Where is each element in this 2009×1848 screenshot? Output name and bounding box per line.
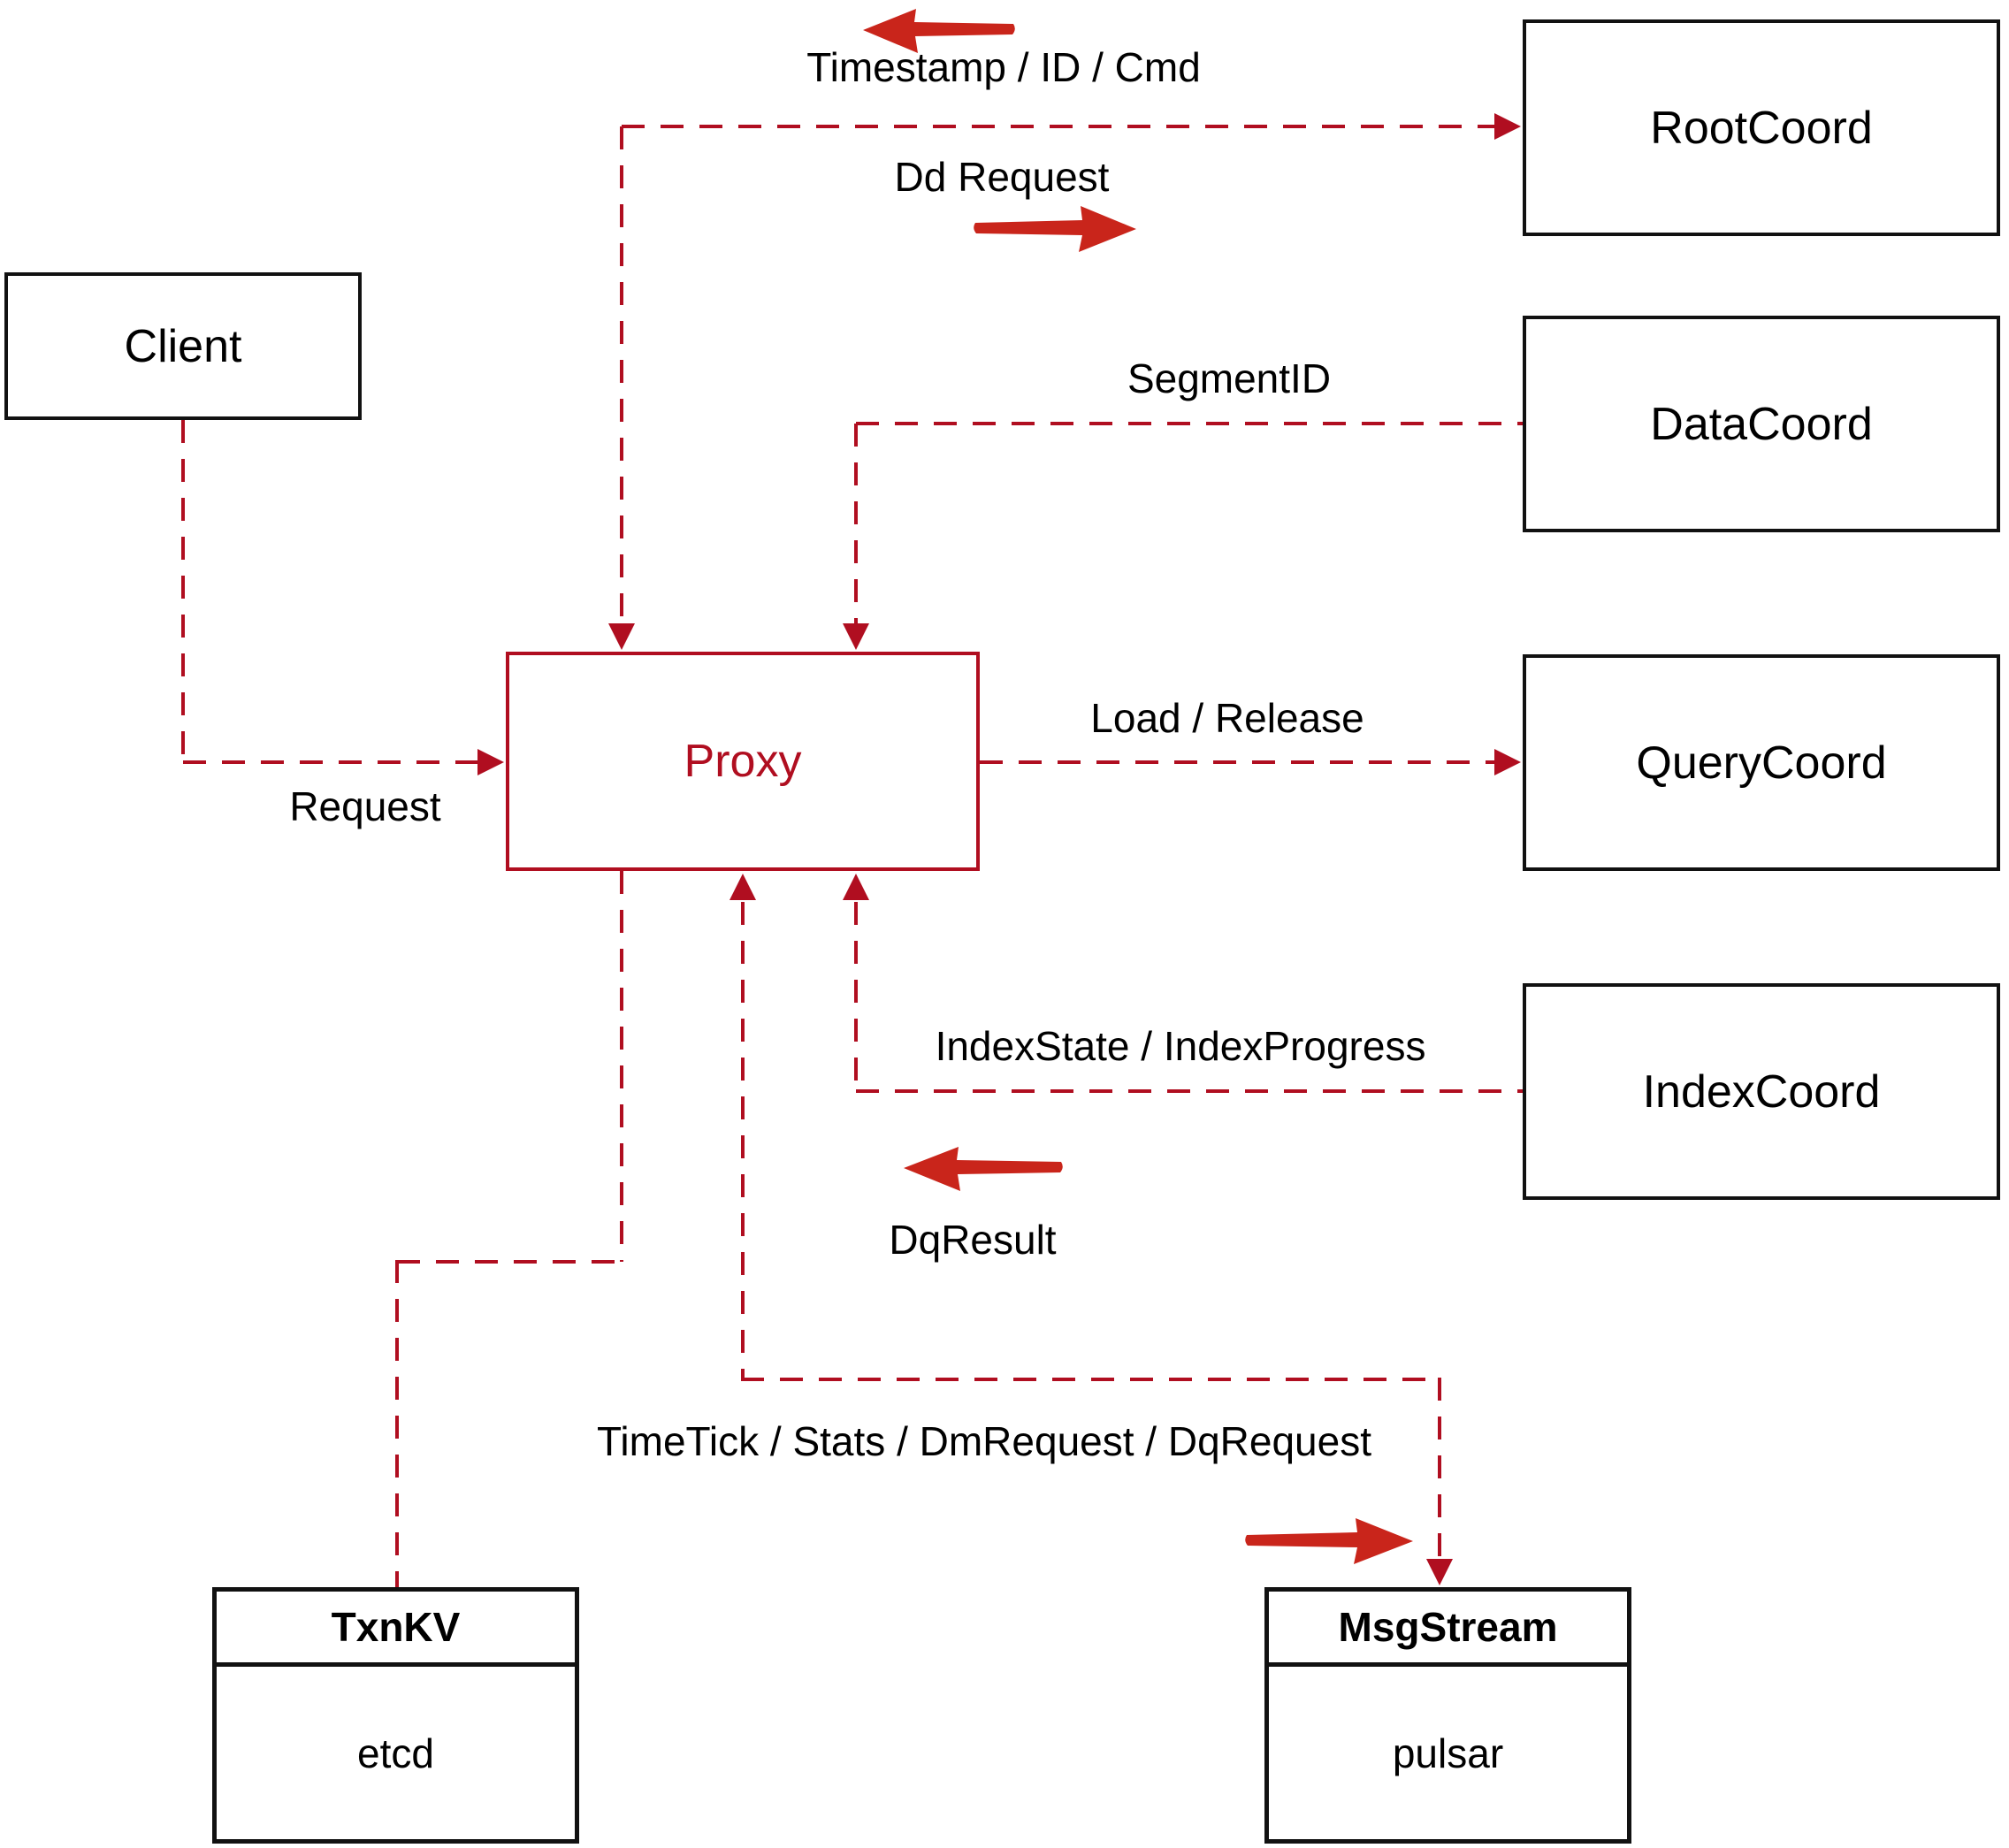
node-datacoord: DataCoord — [1523, 316, 2000, 532]
edge-label-time-tick: TimeTick / Stats / DmRequest / DqRequest — [597, 1418, 1371, 1464]
node-proxy: Proxy — [506, 652, 980, 871]
node-indexcoord: IndexCoord — [1523, 983, 2000, 1200]
edge-label-index-state: IndexState / IndexProgress — [935, 1023, 1426, 1069]
edge-datacoord-proxy-vertical — [854, 424, 858, 623]
edge-datacoord-proxy-horizontal — [856, 422, 1523, 425]
edge-proxy-querycoord-horizontal — [980, 760, 1494, 764]
edge-label-timestamp-id-cmd: Timestamp / ID / Cmd — [806, 44, 1201, 90]
node-txnkv-impl: etcd — [357, 1730, 434, 1776]
node-txnkv: TxnKV etcd — [212, 1587, 579, 1844]
edge-msgstream-proxy-vertical — [741, 902, 745, 1381]
node-msgstream-impl: pulsar — [1392, 1730, 1504, 1776]
edge-proxy-msgstream-horizontal — [741, 1378, 1441, 1381]
edge-proxy-rootcoord-arrowhead-down-icon — [608, 623, 635, 650]
edge-label-request: Request — [289, 783, 441, 829]
edge-client-proxy-vertical — [181, 420, 185, 764]
solid-arrow-left-icon — [863, 9, 1015, 53]
edge-datacoord-proxy-arrowhead-down-icon — [843, 623, 869, 650]
edge-proxy-txnkv-vertical-upper — [620, 871, 623, 1262]
solid-arrow-right-timetick-icon — [1245, 1518, 1413, 1564]
node-rootcoord: RootCoord — [1523, 19, 2000, 236]
node-querycoord-label: QueryCoord — [1636, 737, 1887, 789]
node-querycoord: QueryCoord — [1523, 654, 2000, 871]
node-client: Client — [4, 272, 362, 420]
node-indexcoord-label: IndexCoord — [1642, 1065, 1881, 1118]
node-datacoord-label: DataCoord — [1650, 398, 1873, 450]
edge-proxy-msgstream-vertical — [1438, 1378, 1441, 1559]
node-proxy-label: Proxy — [684, 736, 802, 787]
edge-indexcoord-proxy-arrowhead-up-icon — [843, 874, 869, 900]
edge-msgstream-proxy-arrowhead-up-icon — [730, 874, 756, 900]
edge-label-segment-id: SegmentID — [1127, 355, 1332, 401]
edge-proxy-txnkv-horizontal — [397, 1260, 623, 1264]
node-msgstream-title: MsgStream — [1269, 1592, 1627, 1667]
node-rootcoord-label: RootCoord — [1650, 102, 1873, 154]
edge-proxy-msgstream-arrowhead-down-icon — [1426, 1559, 1453, 1585]
edge-indexcoord-proxy-vertical — [854, 902, 858, 1091]
edge-client-proxy-horizontal — [183, 760, 477, 764]
solid-arrow-right-icon — [974, 206, 1136, 252]
edge-label-dd-request: Dd Request — [894, 154, 1110, 200]
edge-client-proxy-arrowhead-right-icon — [477, 749, 504, 775]
edge-label-load-release: Load / Release — [1090, 695, 1364, 741]
edge-proxy-txnkv-vertical-lower — [395, 1260, 399, 1587]
solid-arrow-left-dqresult-icon — [904, 1147, 1063, 1191]
edge-proxy-rootcoord-horizontal — [622, 125, 1496, 128]
edge-label-dq-result: DqResult — [889, 1217, 1057, 1263]
node-txnkv-title: TxnKV — [217, 1592, 575, 1667]
edge-indexcoord-proxy-horizontal — [856, 1089, 1523, 1093]
edge-proxy-rootcoord-arrowhead-right-icon — [1494, 113, 1521, 140]
node-msgstream: MsgStream pulsar — [1264, 1587, 1631, 1844]
edge-proxy-querycoord-arrowhead-right-icon — [1494, 749, 1521, 775]
edge-proxy-rootcoord-vertical — [620, 126, 623, 623]
node-client-label: Client — [124, 320, 242, 372]
